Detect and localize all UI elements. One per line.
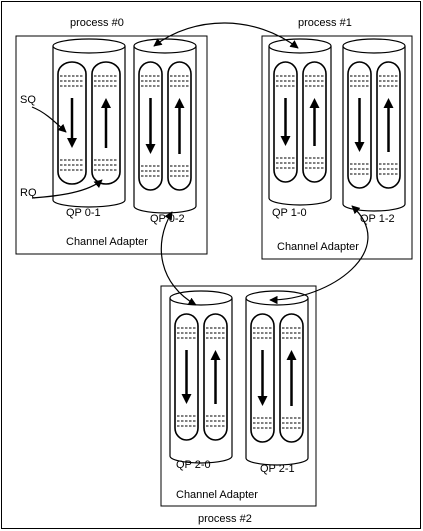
qp-cylinder — [170, 291, 232, 463]
receive-queue — [92, 62, 120, 184]
send-queue — [139, 62, 162, 190]
receive-queue — [204, 314, 227, 440]
qp-label: QP 2-0 — [176, 459, 211, 471]
qp-cylinder — [134, 39, 196, 213]
receive-queue — [280, 314, 303, 442]
qp-label: QP 2-1 — [260, 463, 295, 475]
rq-label: RQ — [20, 187, 37, 199]
send-queue — [175, 314, 198, 440]
receive-queue — [377, 62, 400, 188]
send-queue — [348, 62, 371, 188]
send-queue — [58, 62, 86, 184]
channel-adapter-label: Channel Adapter — [277, 241, 359, 253]
cylinder-top — [343, 39, 405, 53]
sq-label: SQ — [20, 94, 36, 106]
channel-adapter-label: Channel Adapter — [176, 489, 258, 501]
process-label: process #1 — [298, 17, 352, 29]
send-queue — [274, 62, 297, 182]
process-label: process #2 — [198, 513, 252, 525]
qp-cylinder — [53, 39, 125, 207]
qp-label: QP 1-0 — [272, 207, 307, 219]
receive-queue — [303, 62, 326, 182]
qp-cylinder — [269, 39, 331, 205]
qp-cylinder — [246, 291, 308, 465]
receive-queue — [168, 62, 191, 190]
cylinder-top — [246, 291, 308, 305]
cylinder-top — [134, 39, 196, 53]
qp-label: QP 0-2 — [150, 213, 185, 225]
cylinder-top — [53, 39, 125, 53]
qp-cylinder — [343, 39, 405, 211]
cylinder-top — [269, 39, 331, 53]
channel-adapter-label: Channel Adapter — [66, 236, 148, 248]
process-label: process #0 — [70, 17, 124, 29]
send-queue — [251, 314, 274, 442]
qp-label: QP 0-1 — [66, 207, 101, 219]
